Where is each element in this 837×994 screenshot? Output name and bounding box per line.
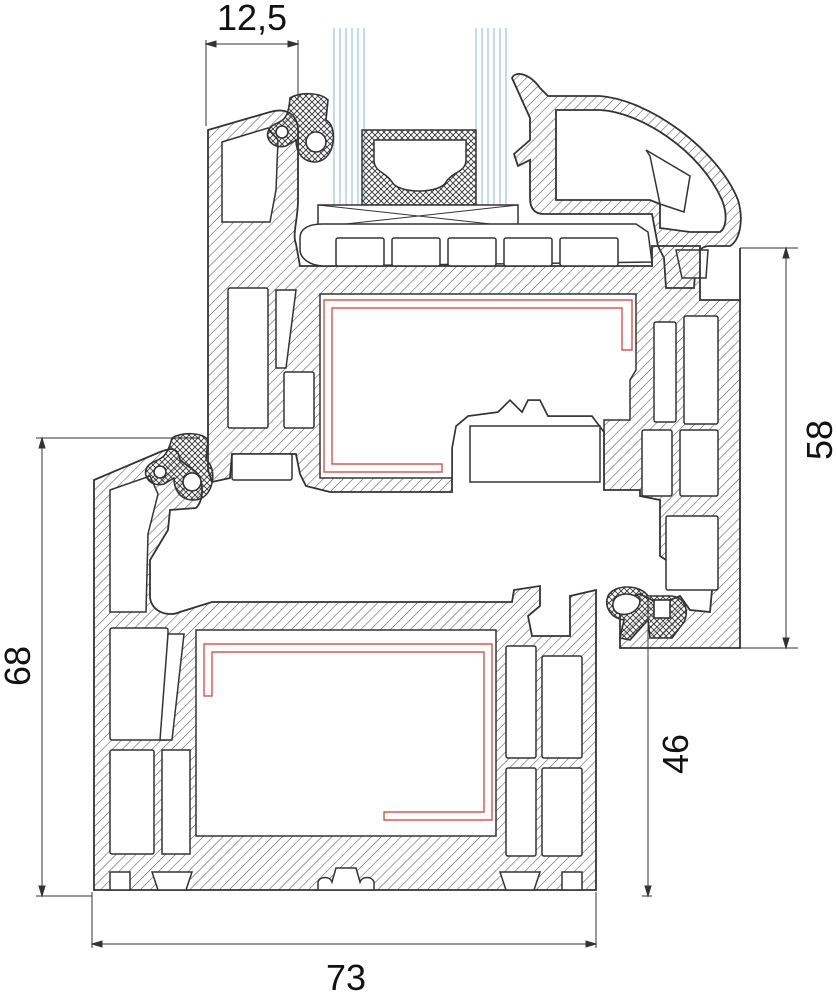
dim-total-width xyxy=(90,892,598,948)
dim-frame-height xyxy=(36,436,200,898)
glazing-unit xyxy=(317,28,519,228)
dim-sash-height xyxy=(740,246,798,650)
frame-outer-gasket xyxy=(144,432,214,501)
frame-profile xyxy=(93,448,597,891)
glass-spacer xyxy=(361,129,477,206)
sash-top-hollows xyxy=(335,237,619,267)
dim-label-top-width: 12,5 xyxy=(217,0,287,38)
dimension-lines xyxy=(36,40,798,948)
sash-outer-gasket xyxy=(266,92,335,163)
frame-reinforcement xyxy=(203,643,493,821)
center-gasket xyxy=(606,586,688,641)
dim-label-sash-height: 58 xyxy=(799,420,837,460)
sash-right-hollows xyxy=(469,315,719,591)
steel-reinforcements xyxy=(203,299,633,821)
dim-top-width xyxy=(204,40,300,126)
dim-frame-depth xyxy=(642,600,652,898)
dim-label-frame-depth: 46 xyxy=(655,734,696,774)
gaskets xyxy=(144,92,688,641)
frame-left-hollows xyxy=(109,475,191,855)
sash-reinforcement xyxy=(323,299,633,473)
dim-label-frame-height: 68 xyxy=(0,646,38,686)
sash-profile xyxy=(207,109,741,649)
frame-bottom-grooves xyxy=(109,867,583,891)
inner-glass-pane xyxy=(475,28,507,205)
frame-right-hollows xyxy=(505,645,583,857)
dim-label-total-width: 73 xyxy=(326,957,366,994)
outer-glass-pane xyxy=(333,28,365,205)
sash-left-hollows xyxy=(221,127,315,481)
